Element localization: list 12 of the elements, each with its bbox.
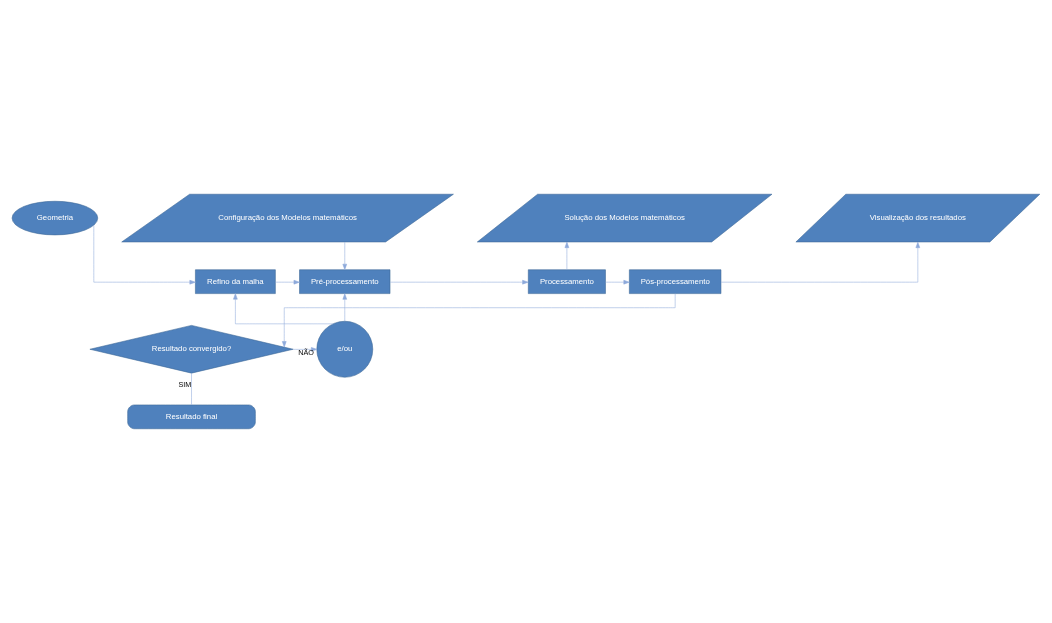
arrow [342, 241, 347, 270]
arrow [282, 293, 676, 348]
arrow [292, 347, 318, 352]
arrow [233, 293, 334, 325]
arrow [720, 241, 921, 283]
connector [191, 373, 192, 406]
arrow [342, 293, 347, 322]
arrow [564, 241, 570, 270]
arrow [275, 279, 300, 285]
arrow [390, 279, 529, 285]
arrow [605, 279, 630, 285]
arrow [93, 224, 196, 285]
